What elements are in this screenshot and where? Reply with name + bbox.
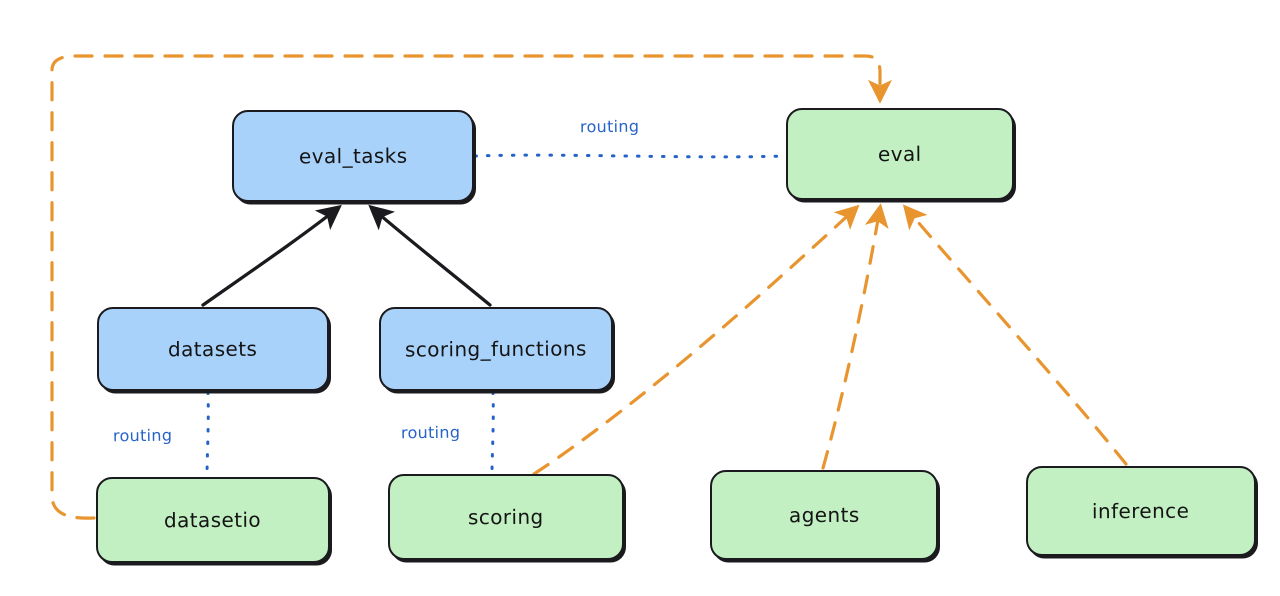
node-datasetio[interactable]: datasetio [96, 477, 330, 563]
node-datasets[interactable]: datasets [97, 307, 329, 391]
node-label: eval_tasks [298, 143, 408, 169]
edge-label-routing-eval_tasks-eval: routing [579, 116, 640, 137]
node-label: inference [1092, 498, 1190, 524]
edge-label-routing-scoring_functions-scoring: routing [400, 422, 461, 443]
edge-label-routing-datasets-datasetio: routing [112, 425, 173, 446]
node-agents[interactable]: agents [710, 470, 938, 560]
node-label: datasets [168, 336, 258, 362]
edge-eval_tasks-eval [473, 153, 786, 159]
edge-datasetio-eval [50, 54, 892, 520]
edge-scoring_functions-scoring [490, 390, 495, 477]
edge-scoring_functions-eval_tasks [368, 204, 492, 307]
node-label: eval [878, 141, 922, 167]
edge-inference-eval [902, 204, 1128, 466]
edge-datasets-datasetio [205, 390, 210, 479]
edge-datasets-eval_tasks [201, 204, 342, 307]
edge-scoring-eval [532, 204, 860, 476]
edge-agents-eval [821, 203, 889, 470]
node-inference[interactable]: inference [1026, 466, 1256, 556]
node-label: datasetio [164, 507, 262, 533]
node-label: scoring [468, 504, 544, 530]
node-eval_tasks[interactable]: eval_tasks [232, 110, 474, 202]
node-eval[interactable]: eval [786, 108, 1014, 200]
node-scoring[interactable]: scoring [388, 474, 624, 560]
node-label: scoring_functions [405, 336, 587, 362]
node-label: agents [788, 502, 860, 528]
node-scoring_functions[interactable]: scoring_functions [379, 307, 613, 391]
